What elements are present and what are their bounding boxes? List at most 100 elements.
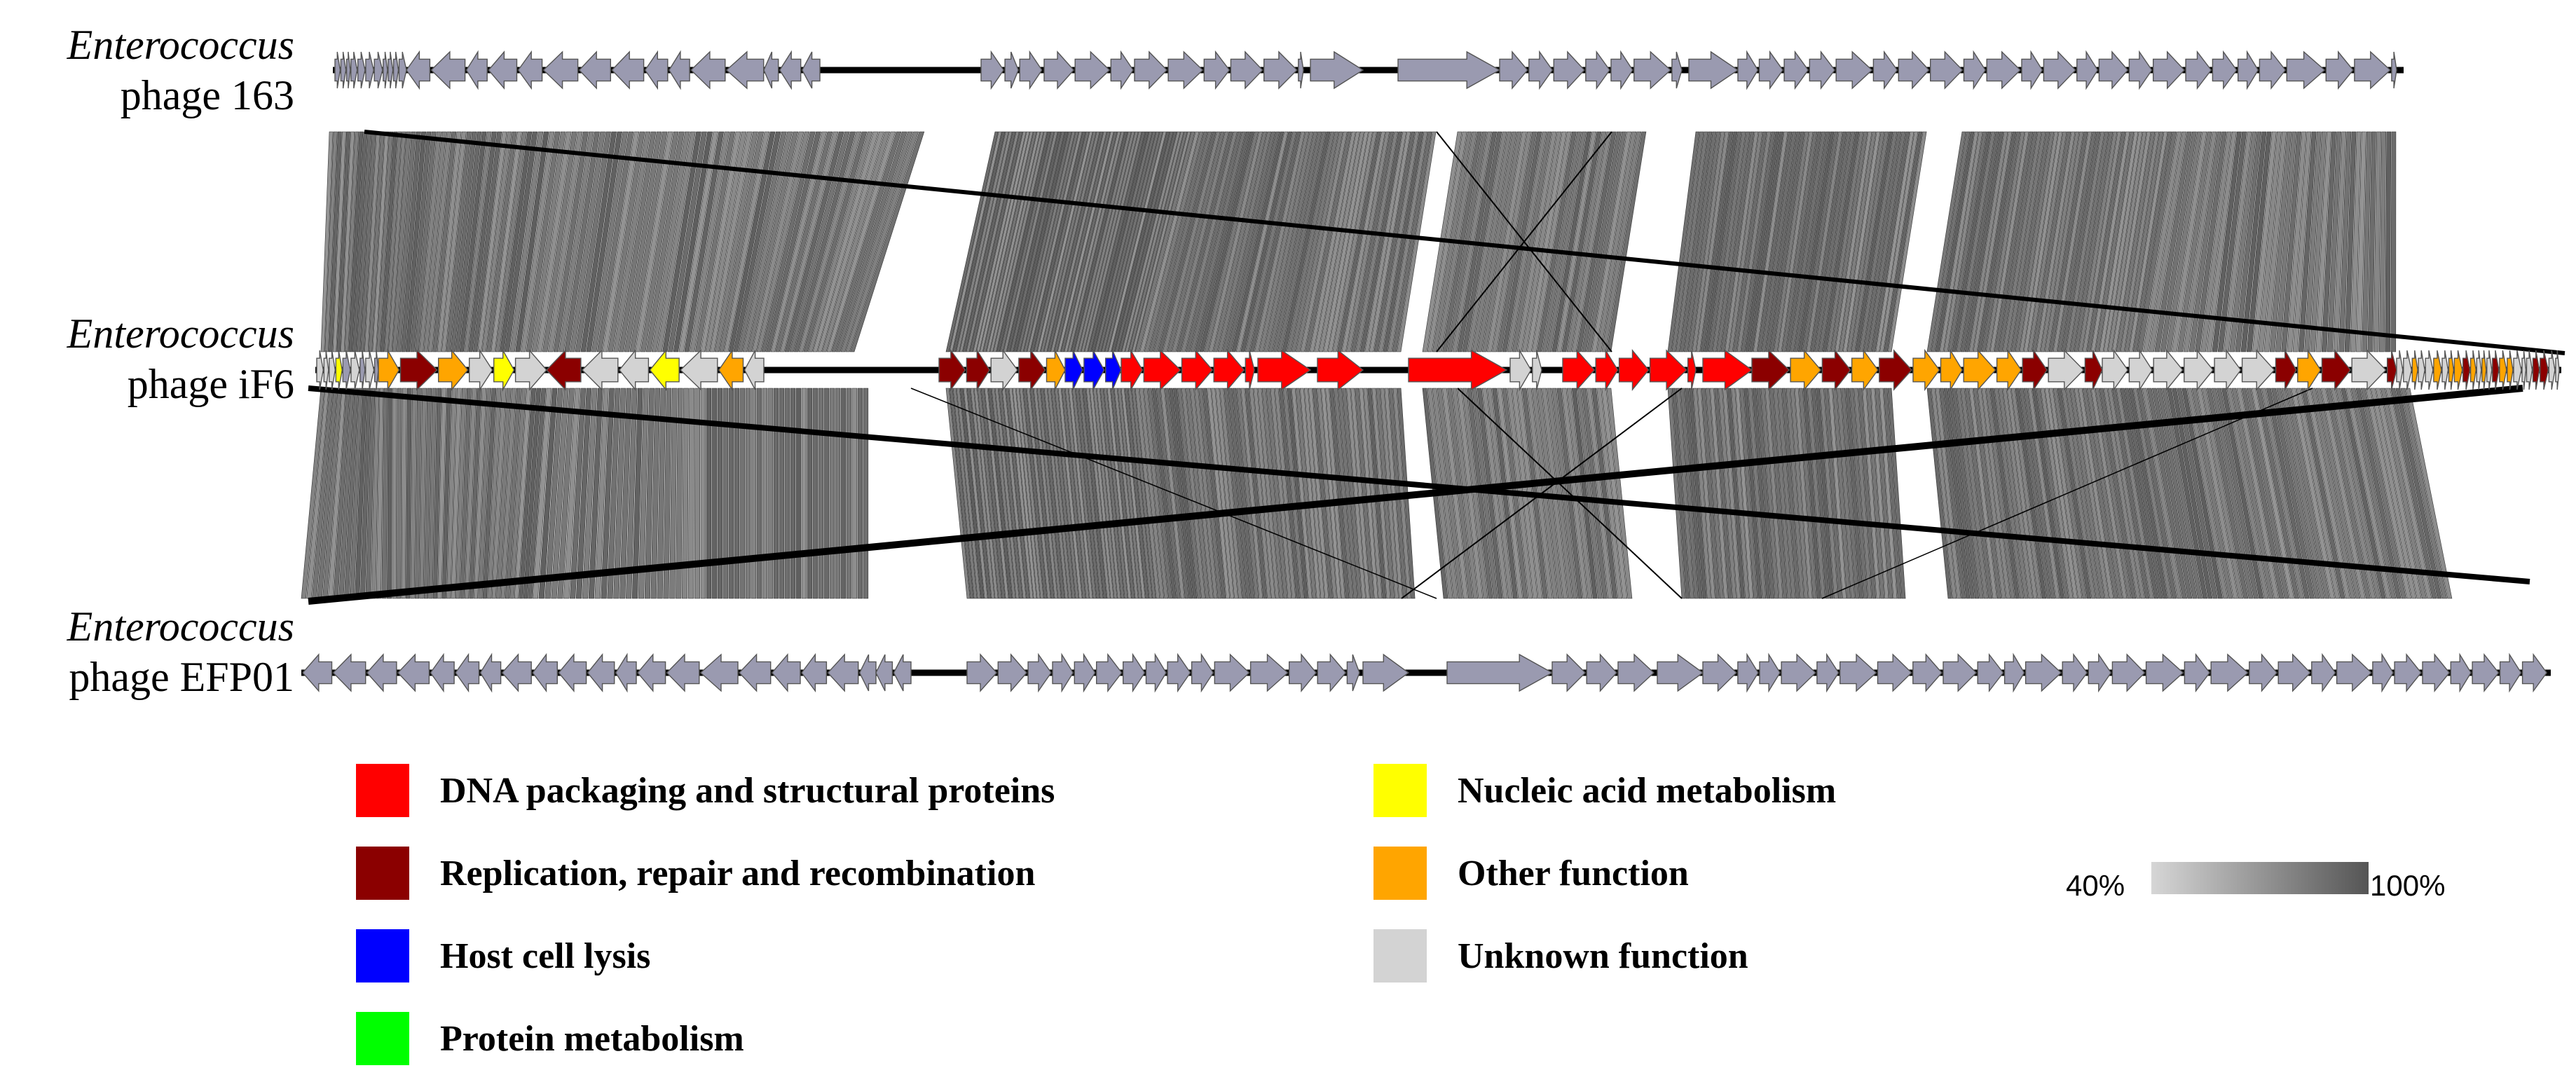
gene-arrow xyxy=(2499,350,2507,390)
similarity-band xyxy=(1760,388,1779,599)
gene-arrow xyxy=(2259,50,2287,90)
gene-arrow xyxy=(1586,653,1617,692)
similarity-band xyxy=(1561,388,1588,599)
gene-arrow xyxy=(2425,350,2434,390)
gene-arrow xyxy=(2513,350,2522,390)
similarity-band xyxy=(2111,131,2151,352)
similarity-band xyxy=(1261,388,1284,599)
similarity-band xyxy=(1756,388,1775,599)
similarity-band xyxy=(1828,388,1847,599)
similarity-band xyxy=(1526,131,1567,352)
similarity-band xyxy=(538,388,558,599)
similarity-band xyxy=(2336,388,2381,599)
similarity-band xyxy=(966,388,992,599)
gene-arrow xyxy=(1083,348,1105,392)
similarity-band xyxy=(1287,388,1308,599)
similarity-band xyxy=(640,131,679,352)
gene-arrow xyxy=(966,348,991,392)
similarity-band xyxy=(2310,131,2327,352)
gene-arrow xyxy=(1688,50,1739,90)
similarity-band xyxy=(2095,131,2135,352)
similarity-band xyxy=(1135,131,1195,352)
similarity-band xyxy=(419,131,441,352)
gene-arrow xyxy=(1362,653,1410,692)
similarity-band xyxy=(2258,131,2282,352)
rearrangement-line xyxy=(1436,131,1612,352)
similarity-band xyxy=(784,131,844,352)
similarity-band xyxy=(1235,131,1289,352)
legend-label: Replication, repair and recombination xyxy=(440,853,1036,893)
similarity-band xyxy=(1725,131,1759,352)
similarity-band xyxy=(1270,388,1292,599)
similarity-band xyxy=(1731,388,1750,599)
similarity-band xyxy=(2124,388,2163,599)
gene-arrow xyxy=(350,350,360,390)
similarity-band xyxy=(851,388,858,599)
similarity-band xyxy=(2177,131,2212,352)
similarity-band xyxy=(1253,388,1275,599)
similarity-band xyxy=(397,388,402,599)
similarity-band xyxy=(1761,131,1797,352)
similarity-band xyxy=(1516,131,1557,352)
similarity-band xyxy=(2171,131,2207,352)
similarity-band xyxy=(618,131,657,352)
gene-arrow xyxy=(332,653,366,692)
similarity-band xyxy=(1397,131,1437,352)
similarity-band xyxy=(2246,131,2272,352)
similarity-band xyxy=(376,131,394,352)
gene-arrow xyxy=(397,653,430,692)
similarity-band xyxy=(789,131,850,352)
similarity-band xyxy=(2036,131,2076,352)
legend-item-protein-metabolism: Protein metabolism xyxy=(356,1012,744,1065)
gene-arrow xyxy=(690,50,726,90)
similarity-band xyxy=(818,388,824,599)
gene-arrow xyxy=(398,51,407,89)
similarity-band xyxy=(1462,131,1502,352)
similarity-band xyxy=(987,388,1013,599)
gene-arrow xyxy=(1879,349,1912,391)
gene-arrow xyxy=(1986,50,2021,90)
similarity-band xyxy=(1144,131,1204,352)
rearrangement-line xyxy=(1401,388,1683,599)
similarity-band xyxy=(1835,131,1872,352)
similarity-band xyxy=(1346,388,1366,599)
similarity-band xyxy=(2251,388,2294,599)
gene-arrow xyxy=(2184,652,2211,693)
similarity-band xyxy=(446,131,472,352)
gene-arrow xyxy=(2453,350,2463,390)
similarity-band xyxy=(2186,388,2228,599)
similarity-band xyxy=(1139,388,1165,599)
similarity-band xyxy=(437,388,447,599)
gene-arrow xyxy=(2394,653,2422,692)
gene-arrow xyxy=(365,51,374,89)
gene-arrow xyxy=(1074,50,1111,90)
genome-genus: Enterococcus xyxy=(67,22,294,68)
similarity-band xyxy=(1364,131,1407,352)
similarity-band xyxy=(1845,388,1864,599)
legend-item-other-function: Other function xyxy=(1373,847,1689,900)
similarity-band xyxy=(1582,388,1608,599)
similarity-band xyxy=(1291,388,1313,599)
similarity-band xyxy=(371,388,380,599)
genome-strain: phage 163 xyxy=(120,72,294,118)
similarity-band xyxy=(2044,388,2078,599)
gene-arrow xyxy=(1940,348,1964,392)
similarity-band xyxy=(745,388,751,599)
similarity-band xyxy=(1841,388,1859,599)
similarity-band xyxy=(405,131,427,352)
gene-arrow xyxy=(1019,50,1043,90)
gene-arrow xyxy=(1145,652,1167,693)
similarity-band xyxy=(1521,131,1562,352)
similarity-band xyxy=(807,388,813,599)
gene-arrow xyxy=(1230,50,1263,90)
similarity-band xyxy=(2275,131,2297,352)
legend-item-nucleic-acid-metabolism: Nucleic acid metabolism xyxy=(1373,764,1836,817)
similarity-band xyxy=(645,131,685,352)
similarity-band xyxy=(1712,131,1746,352)
similarity-band xyxy=(1502,131,1542,352)
similarity-band xyxy=(336,131,350,352)
similarity-band xyxy=(441,388,452,599)
gene-arrow xyxy=(1702,653,1737,692)
similarity-band xyxy=(380,131,398,352)
similarity-band xyxy=(2350,131,2362,352)
